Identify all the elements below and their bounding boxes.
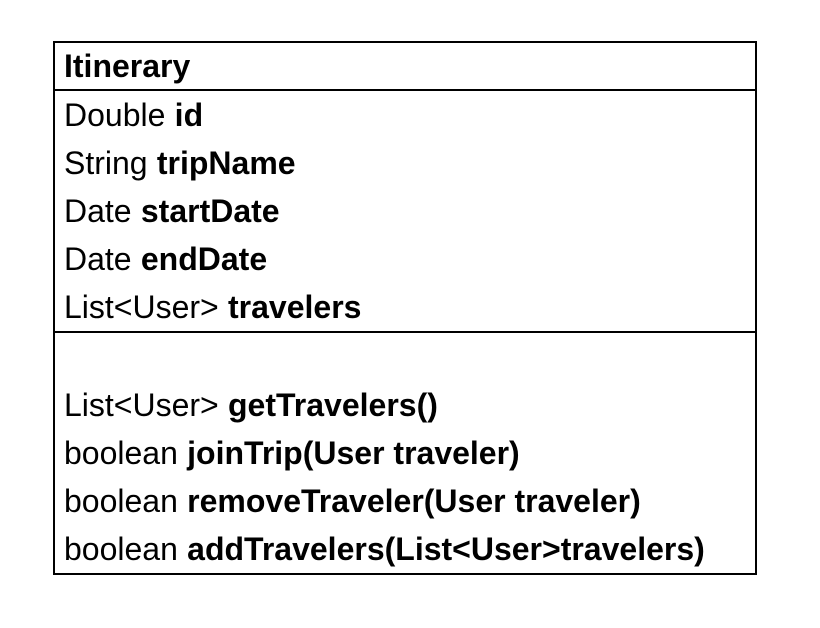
- methods-compartment: List<User> getTravelers() boolean joinTr…: [55, 333, 755, 573]
- attribute-name: startDate: [140, 192, 280, 229]
- class-name: Itinerary: [64, 47, 191, 84]
- attribute-row: Double id: [64, 91, 746, 139]
- method-signature: removeTraveler(User traveler): [187, 482, 641, 519]
- attribute-row: List<User> travelers: [64, 283, 746, 331]
- attribute-type: Double: [64, 96, 166, 133]
- attribute-type: List<User>: [64, 288, 219, 325]
- attribute-name: tripName: [156, 144, 296, 181]
- method-row: List<User> getTravelers(): [64, 381, 746, 429]
- class-name-compartment: Itinerary: [55, 43, 755, 91]
- method-return-type: List<User>: [64, 386, 219, 423]
- method-return-type: boolean: [64, 530, 178, 567]
- method-row: boolean addTravelers(List<User>travelers…: [64, 525, 746, 573]
- attribute-name: travelers: [228, 288, 362, 325]
- attribute-name: endDate: [140, 240, 268, 277]
- method-row: boolean joinTrip(User traveler): [64, 429, 746, 477]
- attribute-type: String: [64, 144, 148, 181]
- attribute-row: Date startDate: [64, 187, 746, 235]
- attribute-type: Date: [64, 240, 132, 277]
- method-signature: joinTrip(User traveler): [187, 434, 520, 471]
- attribute-type: Date: [64, 192, 132, 229]
- attribute-row: String tripName: [64, 139, 746, 187]
- attribute-row: Date endDate: [64, 235, 746, 283]
- method-signature: addTravelers(List<User>travelers): [187, 530, 705, 567]
- method-signature: getTravelers(): [228, 386, 438, 423]
- method-return-type: boolean: [64, 434, 178, 471]
- attribute-name: id: [174, 96, 204, 133]
- class-box-itinerary: Itinerary Double id String tripName Date…: [53, 41, 757, 575]
- method-return-type: boolean: [64, 482, 178, 519]
- method-row: boolean removeTraveler(User traveler): [64, 477, 746, 525]
- attributes-compartment: Double id String tripName Date startDate…: [55, 91, 755, 333]
